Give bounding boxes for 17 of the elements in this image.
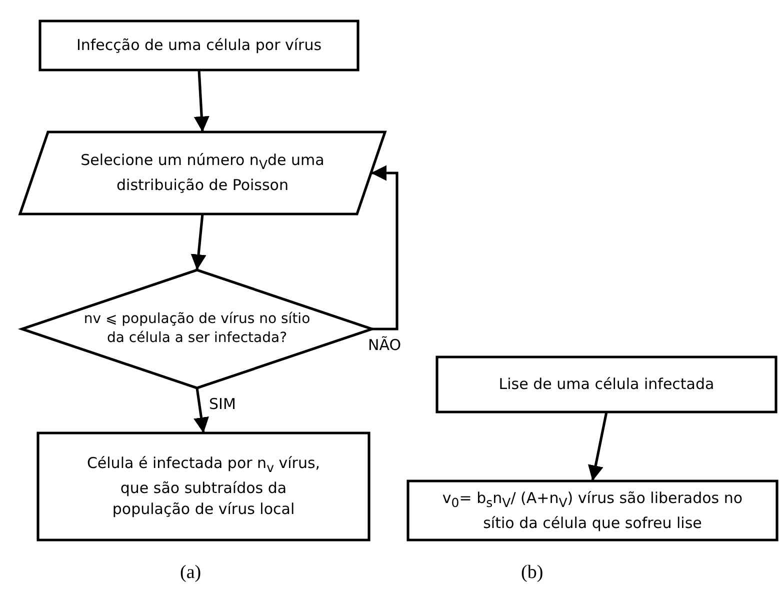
process-box bbox=[38, 433, 369, 540]
process-box bbox=[40, 21, 358, 70]
panel-caption: (a) bbox=[180, 562, 202, 584]
panel-caption: (b) bbox=[521, 562, 544, 584]
process-box bbox=[437, 357, 776, 412]
node-text: Célula é infectada por n$_{v}$ vírus, que são subtraídos da população de vírus local bbox=[86, 453, 322, 520]
arrow bbox=[588, 412, 608, 482]
node-text: Selecione um número n$_{V}$de uma distribuição de Poisson bbox=[80, 150, 326, 196]
arrow bbox=[371, 165, 398, 330]
input-parallelogram bbox=[20, 132, 385, 214]
node-text: v$_{0}$= b$_{s}$n$_{V}$/ (A+n$_{V}$) vírus são liberados no sítio da célula que sofreu lise bbox=[441, 488, 744, 534]
arrow bbox=[194, 388, 209, 434]
arrow bbox=[194, 70, 210, 132]
process-box bbox=[408, 481, 777, 540]
arrow bbox=[190, 214, 206, 270]
node-text: Infecção de uma célula por vírus bbox=[76, 35, 322, 56]
node-text: Lise de uma célula infectada bbox=[498, 374, 714, 395]
